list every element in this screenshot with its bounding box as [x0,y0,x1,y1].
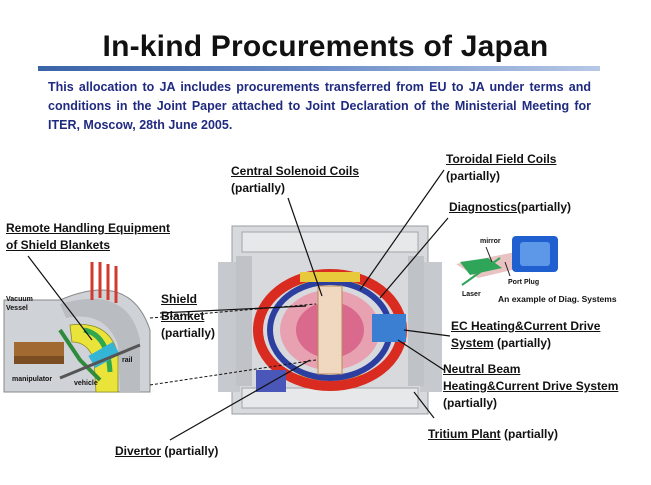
label-remote-handling-line2: of Shield Blankets [6,238,110,252]
label-diagnostics-note: (partially) [517,200,571,214]
iter-tokamak-illustration [218,226,442,414]
label-toroidal-field-name: Toroidal Field Coils [446,152,556,166]
inset-mirror-label: mirror [480,238,501,245]
label-neutral-beam: Neutral Beam Heating&Current Drive Syste… [443,361,618,412]
inset-vehicle-label: vehicle [74,380,98,387]
label-remote-handling-line1: Remote Handling Equipment [6,221,170,235]
label-central-solenoid-name: Central Solenoid Coils [231,164,359,178]
label-toroidal-field: Toroidal Field Coils (partially) [446,151,556,185]
label-diagnostics: Diagnostics(partially) [449,199,571,216]
inset-rail-label: rail [122,357,133,364]
label-ec-heating-line2: System [451,336,494,350]
label-ec-heating: EC Heating&Current Drive System (partial… [451,318,600,352]
label-shield-blanket: Shield Blanket (partially) [161,291,215,342]
label-shield-blanket-line2: Blanket [161,309,204,323]
inset-vacuum-label-1: Vacuum [6,296,33,303]
inset-diag-caption: An example of Diag. Systems [498,294,617,304]
label-ec-heating-note: (partially) [494,336,551,350]
inset-port-plug-label: Port Plug [508,279,539,286]
inset-manipulator-label: manipulator [12,376,52,383]
label-divertor: Divertor (partially) [115,443,218,460]
label-tritium-plant-note: (partially) [501,427,558,441]
inset-vacuum-label-2: Vessel [6,305,28,312]
remote-handling-illustration [2,258,154,392]
label-neutral-beam-note: (partially) [443,396,497,410]
label-shield-blanket-note: (partially) [161,326,215,340]
label-neutral-beam-line1: Neutral Beam [443,362,520,376]
label-shield-blanket-line1: Shield [161,292,197,306]
label-toroidal-field-note: (partially) [446,169,500,183]
label-tritium-plant-name: Tritium Plant [428,427,501,441]
label-diagnostics-name: Diagnostics [449,200,517,214]
label-central-solenoid: Central Solenoid Coils (partially) [231,163,359,197]
label-divertor-note: (partially) [161,444,218,458]
label-tritium-plant: Tritium Plant (partially) [428,426,558,443]
diagnostics-illustration [456,236,558,285]
inset-laser-label: Laser [462,291,481,298]
label-remote-handling: Remote Handling Equipment of Shield Blan… [6,220,170,254]
label-central-solenoid-note: (partially) [231,181,285,195]
label-neutral-beam-line2: Heating&Current Drive System [443,379,618,393]
label-ec-heating-line1: EC Heating&Current Drive [451,319,600,333]
label-divertor-name: Divertor [115,444,161,458]
